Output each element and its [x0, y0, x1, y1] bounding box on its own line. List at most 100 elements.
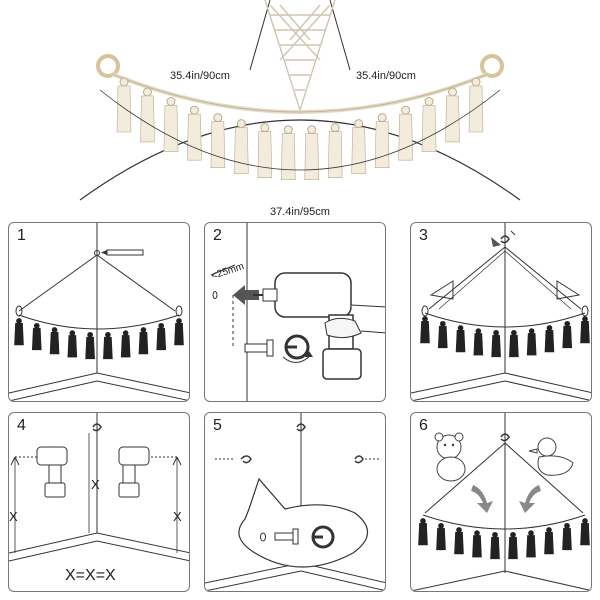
height-label-left: X	[9, 509, 18, 524]
tassel	[116, 85, 132, 133]
tassel-knot	[260, 123, 270, 133]
tassel	[526, 333, 537, 356]
tassel	[491, 334, 501, 358]
tassel	[421, 105, 437, 152]
tassel	[103, 336, 113, 360]
right-span-label: 35.4in/90cm	[356, 70, 416, 82]
tassel-knot	[33, 322, 40, 329]
tassel-row	[116, 77, 484, 181]
tassel	[473, 333, 484, 356]
step-2-illustration	[210, 223, 385, 401]
tassel-knot	[354, 119, 364, 129]
tassel-knot	[564, 320, 571, 327]
drill-icon	[118, 446, 150, 498]
bottom-span-label: 37.4in/95cm	[270, 206, 330, 218]
pencil-icon	[101, 249, 144, 256]
tassel	[257, 131, 273, 178]
tassel	[436, 527, 446, 551]
tassel	[120, 335, 131, 358]
step-6-panel: 6	[410, 412, 592, 592]
tassel-knot	[158, 322, 165, 329]
tassel-knot	[511, 329, 517, 336]
tassel	[85, 336, 95, 360]
tassel-knot	[213, 113, 223, 123]
tassel-knot	[582, 316, 588, 322]
tassel	[174, 323, 184, 346]
step-number: 4	[17, 417, 26, 434]
tassel-knot	[439, 320, 446, 327]
step-1-illustration	[9, 223, 189, 401]
tassel	[468, 85, 484, 133]
step-2-panel: 2 <25mm	[204, 222, 386, 402]
tassel-knot	[475, 328, 482, 334]
screw-icon	[244, 339, 274, 357]
step-4-illustration	[9, 413, 189, 562]
drill-icon	[253, 272, 385, 380]
tassel	[455, 330, 466, 353]
tassel-knot	[546, 325, 553, 331]
tassel-knot	[510, 531, 516, 538]
tassel-knot	[140, 327, 147, 333]
tassel-knot	[582, 518, 588, 524]
tassel	[509, 334, 519, 358]
tassel	[580, 321, 590, 344]
step-5-panel: 5	[204, 412, 386, 592]
tassel	[437, 325, 448, 349]
wooden-ring-left	[96, 54, 120, 78]
tassel	[163, 105, 179, 152]
arrow-icon	[491, 237, 501, 247]
step-3-illustration	[411, 223, 591, 401]
hook-icon	[282, 334, 313, 363]
tassel	[351, 127, 366, 174]
hook-icon	[500, 433, 510, 442]
step-6-illustration	[411, 413, 591, 591]
tassel-knot	[176, 318, 182, 324]
tassel-knot	[87, 331, 93, 338]
arrow-icon	[519, 485, 541, 513]
tassel-knot	[122, 330, 129, 336]
arrow-icon	[233, 285, 259, 305]
tassel	[280, 133, 296, 181]
tassel	[304, 133, 320, 181]
step-number: 6	[419, 417, 428, 434]
tassel	[445, 95, 460, 143]
tassel	[562, 325, 573, 349]
step-5-illustration	[205, 413, 385, 591]
product-hero: 35.4in/90cm 35.4in/90cm 37.4in/95cm	[0, 0, 600, 222]
hammock-net-illustration	[79, 0, 521, 201]
tassel	[49, 332, 60, 355]
tassel	[138, 332, 149, 355]
tassel	[490, 536, 500, 560]
step-4-panel: 4 X X X X=X=X	[8, 412, 190, 592]
tassel-knot	[493, 329, 499, 336]
net-mesh	[264, 0, 336, 113]
height-label-right: X	[173, 509, 182, 524]
tassel-knot	[330, 123, 340, 133]
tassel-knot	[564, 522, 570, 529]
tassel	[526, 535, 536, 558]
drill-mark	[212, 291, 218, 299]
tassel-knot	[166, 97, 176, 107]
tassel-knot	[420, 518, 426, 524]
tassel-knot	[236, 119, 246, 129]
tassel	[580, 523, 590, 546]
left-span-label: 35.4in/90cm	[170, 70, 230, 82]
tassel-knot	[69, 330, 76, 336]
tassel-knot	[424, 97, 434, 107]
wooden-ring-right	[480, 54, 504, 78]
tassel-knot	[528, 530, 534, 536]
step-3-panel: 3	[410, 222, 592, 402]
tassel	[67, 335, 78, 358]
tassel-knot	[51, 327, 58, 333]
tassel-knot	[189, 105, 199, 115]
equal-height-formula: X=X=X	[65, 567, 116, 584]
drill-icon	[36, 446, 68, 498]
zoom-bubble	[238, 477, 369, 568]
tassel	[374, 121, 390, 168]
tassel	[31, 327, 42, 351]
tassel	[156, 327, 167, 351]
tassel-knot	[119, 77, 129, 87]
tassel-knot	[471, 77, 481, 87]
tassel	[508, 536, 518, 560]
tassel-knot	[422, 316, 428, 322]
